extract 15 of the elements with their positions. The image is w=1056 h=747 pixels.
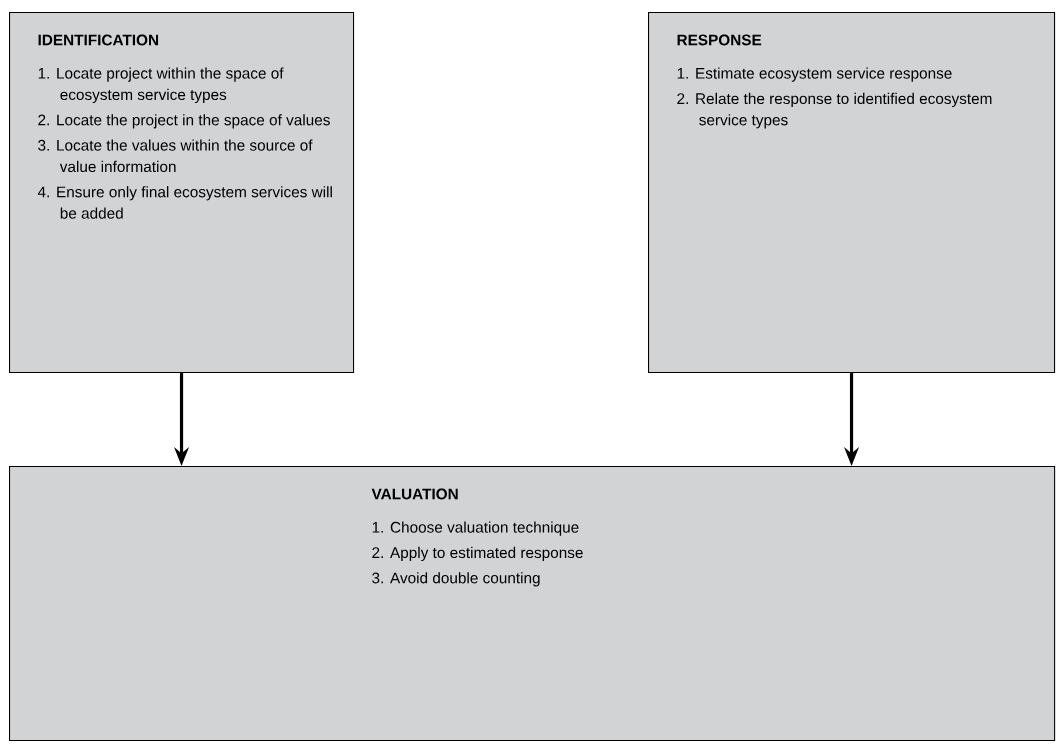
process-box [9, 12, 355, 374]
list-item: 1. Choose valuation technique [372, 521, 579, 536]
list-item: 3. Avoid double counting [372, 572, 540, 587]
list-item: 2. Locate the project in the space of values [38, 114, 330, 129]
process-box [9, 466, 1056, 742]
list-item: 1. Locate project within the space of ecosystem service types [38, 67, 284, 104]
box-heading: RESPONSE [677, 34, 762, 46]
list-item: 1. Estimate ecosystem service response [677, 67, 952, 82]
box-heading: IDENTIFICATION [38, 34, 159, 46]
list-item: 2. Apply to estimated response [372, 546, 583, 562]
box-heading: VALUATION [371, 488, 458, 500]
list-item: 2. Relate the response to identified ecosystem service types [677, 92, 992, 129]
process-box [648, 12, 1056, 374]
list-item: 3. Locate the values within the source of value information [38, 139, 313, 173]
list-item: 4. Ensure only final ecosystem services will be added [37, 186, 332, 219]
